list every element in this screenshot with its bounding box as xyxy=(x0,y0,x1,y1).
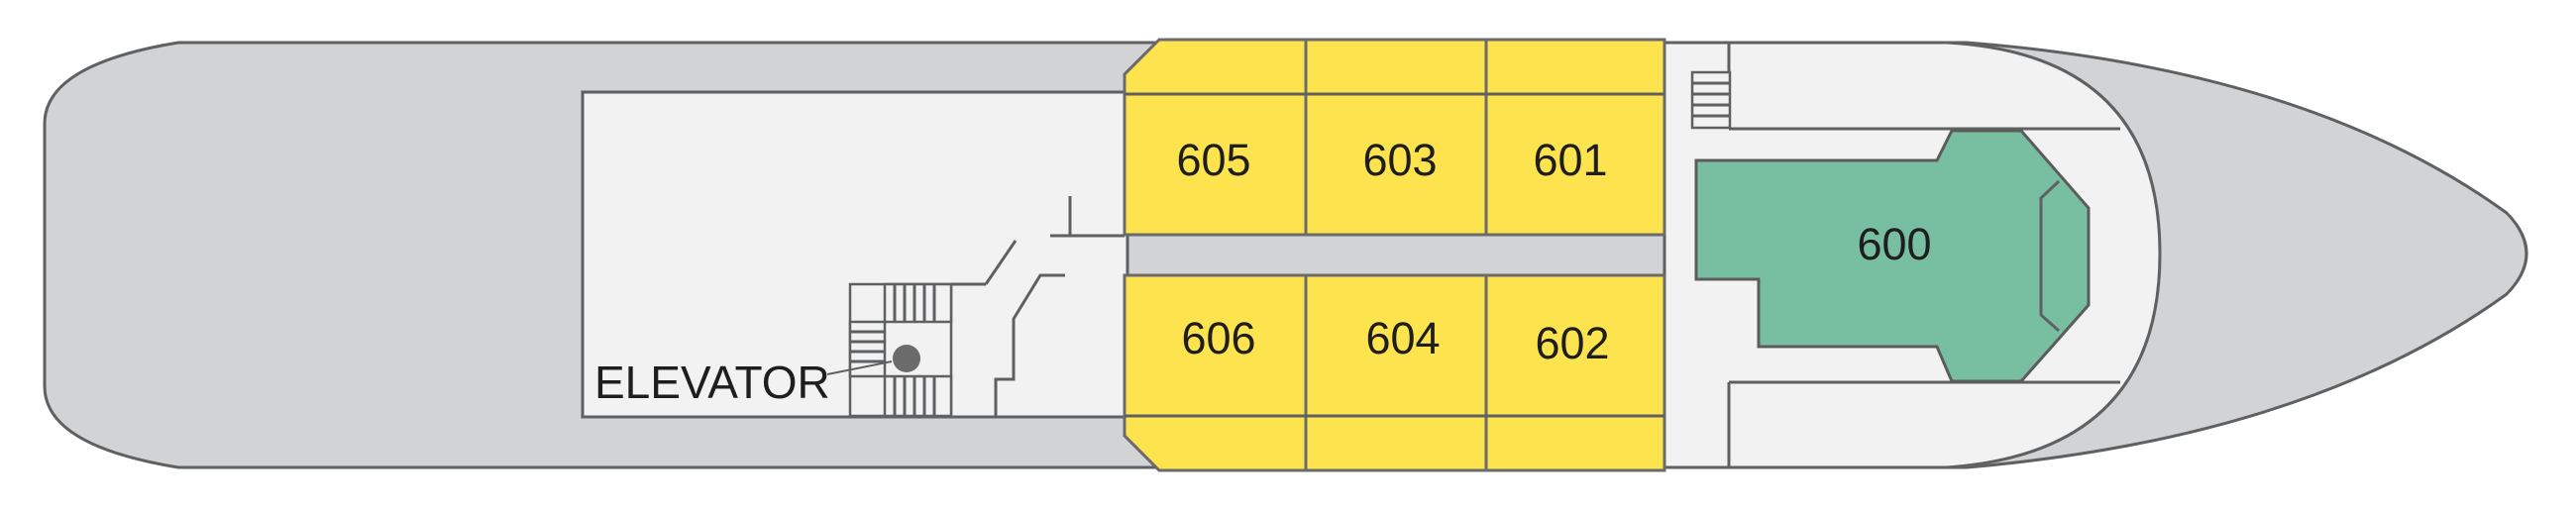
suite-600-label: 600 xyxy=(1857,219,1931,269)
elevator-label: ELEVATOR xyxy=(594,357,830,408)
cabin-604-label: 604 xyxy=(1365,313,1440,363)
corridor-partition-3 xyxy=(994,273,1065,416)
cabin-605-label: 605 xyxy=(1176,135,1250,185)
cabin-605[interactable] xyxy=(1123,38,1308,237)
cabin-606[interactable] xyxy=(1123,273,1308,472)
elevator-leader xyxy=(826,360,893,375)
cabin-603-label: 603 xyxy=(1362,135,1437,185)
cabin-604[interactable] xyxy=(1304,273,1488,472)
cabin-602-label: 602 xyxy=(1535,318,1609,368)
cabin-601-label: 601 xyxy=(1533,135,1607,185)
suite-600[interactable] xyxy=(1694,129,2091,383)
suite-600-bay xyxy=(2039,179,2061,333)
cabin-602[interactable] xyxy=(1484,273,1666,472)
cabin-603[interactable] xyxy=(1304,38,1488,237)
elevator-marker xyxy=(893,345,920,372)
forward-stairs xyxy=(1690,70,1732,130)
cabin-606-label: 606 xyxy=(1181,313,1255,363)
door-swing-1 xyxy=(984,240,1018,285)
cabin-601[interactable] xyxy=(1484,38,1666,237)
